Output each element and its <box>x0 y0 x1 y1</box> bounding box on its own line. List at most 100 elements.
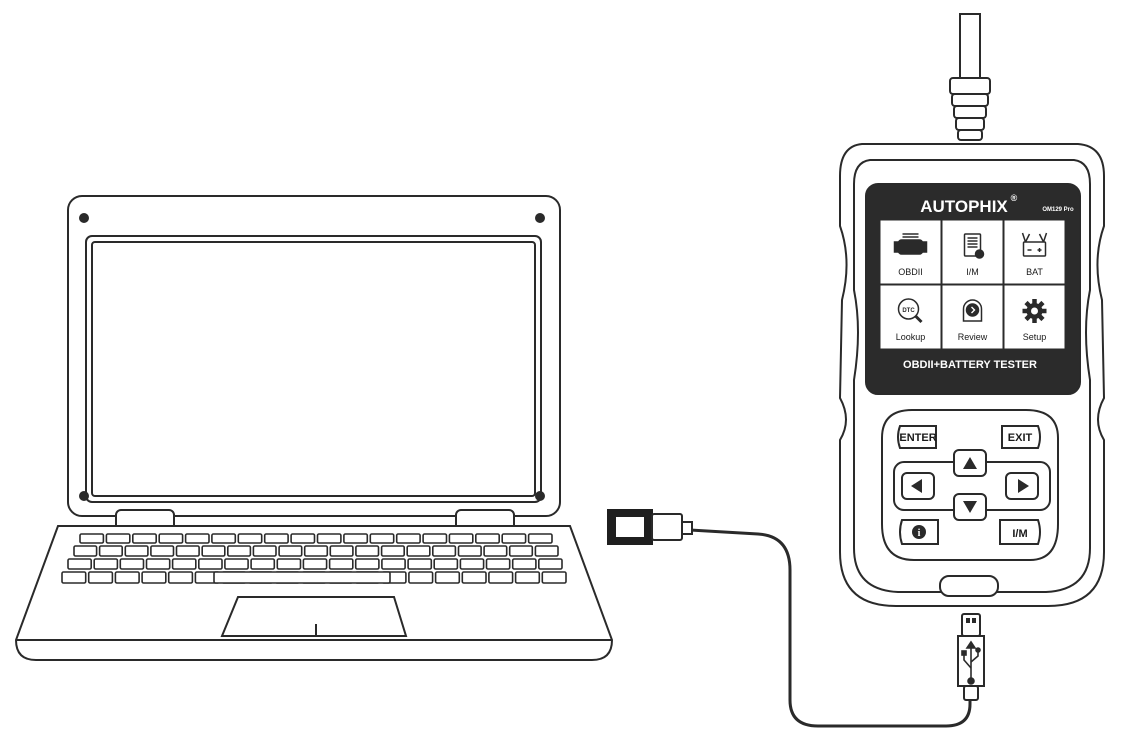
keyboard-key <box>380 545 406 557</box>
menu-tile-review[interactable]: Review <box>941 284 1004 350</box>
keyboard-key <box>237 533 263 544</box>
im-key[interactable]: I/M <box>999 519 1041 545</box>
lid-screw-icon <box>79 213 89 223</box>
strain-relief <box>949 77 991 141</box>
keyboard-key <box>171 558 197 570</box>
keyboard-key <box>278 545 303 557</box>
keyboard-key <box>369 533 395 544</box>
laptop-keyboard <box>61 533 567 584</box>
keyboard-key <box>79 533 105 544</box>
keyboard-key <box>434 571 461 584</box>
keyboard-key <box>431 545 457 557</box>
menu-tile-setup[interactable]: Setup <box>1003 284 1066 350</box>
keyboard-key <box>145 558 171 570</box>
keyboard-key <box>408 571 434 584</box>
laptop <box>14 195 614 661</box>
keyboard-key <box>198 558 223 570</box>
laptop-screen <box>91 241 536 497</box>
keyboard-key <box>184 533 210 544</box>
keyboard-key <box>514 571 541 584</box>
keyboard-key <box>355 545 380 557</box>
keyboard-key <box>224 558 249 570</box>
menu-label: I/M <box>966 267 979 277</box>
left-arrow-icon <box>911 479 922 493</box>
menu-tile-obdii[interactable]: OBDII <box>879 219 942 285</box>
lid-screw-icon <box>79 491 89 501</box>
keyboard-key <box>527 533 553 544</box>
laptop-bezel <box>85 235 542 503</box>
keyboard-key <box>98 545 123 557</box>
keyboard-key <box>328 558 354 570</box>
keyboard-key <box>537 558 563 570</box>
keyboard-key <box>501 533 527 544</box>
menu-label: Setup <box>1023 332 1047 342</box>
keyboard-key <box>433 558 459 570</box>
keyboard-key <box>211 533 237 544</box>
keyboard-key <box>114 571 140 584</box>
menu-label: Review <box>958 332 988 342</box>
left-arrow-key[interactable] <box>901 472 935 500</box>
im-key-label: I/M <box>1012 528 1027 540</box>
keyboard-key <box>395 533 421 544</box>
menu-label: BAT <box>1026 267 1043 277</box>
exit-key[interactable]: EXIT <box>1001 425 1041 449</box>
device-banner: OBDII+BATTERY TESTER <box>903 359 1037 371</box>
document-icon <box>963 233 985 259</box>
keyboard-key <box>61 571 87 584</box>
info-key[interactable]: i <box>899 519 939 545</box>
keyboard-key <box>316 533 342 544</box>
keyboard-key <box>422 533 448 544</box>
keyboard-key <box>67 558 93 570</box>
up-arrow-icon <box>963 457 977 469</box>
engine-icon <box>893 233 928 255</box>
exit-key-label: EXIT <box>1008 432 1033 444</box>
keyboard-key <box>290 533 316 544</box>
keyboard-key <box>511 558 537 570</box>
battery-icon <box>1021 232 1048 257</box>
keyboard-spacebar <box>213 571 391 584</box>
keyboard-key <box>227 545 252 557</box>
usb-b-plug-icon <box>957 613 985 701</box>
lid-screw-icon <box>535 491 545 501</box>
keyboard-key <box>141 571 167 584</box>
keyboard-key <box>132 533 158 544</box>
right-arrow-icon <box>1018 479 1029 493</box>
keyboard-key <box>354 558 380 570</box>
menu-tile-i-m[interactable]: I/M <box>941 219 1004 285</box>
keyboard-key <box>457 545 482 557</box>
keyboard-key <box>302 558 328 570</box>
keyboard-key <box>407 558 433 570</box>
menu-tile-bat[interactable]: BAT <box>1003 219 1066 285</box>
lid-screw-icon <box>535 213 545 223</box>
keyboard-key <box>93 558 119 570</box>
keyboard-key <box>150 545 175 557</box>
keyboard-key <box>343 533 369 544</box>
keyboard-key <box>105 533 131 544</box>
laptop-lid <box>67 195 561 517</box>
keyboard-key <box>250 558 276 570</box>
obd-cable <box>959 13 981 79</box>
keyboard-key <box>541 571 567 584</box>
keyboard-key <box>303 545 329 557</box>
usb-cable <box>607 509 985 728</box>
enter-key-label: ENTER <box>899 432 936 444</box>
down-arrow-key[interactable] <box>953 493 987 521</box>
gear-icon <box>1022 299 1047 323</box>
keyboard-key <box>508 545 534 557</box>
right-arrow-key[interactable] <box>1005 472 1039 500</box>
keyboard-key <box>534 545 559 557</box>
model-label: OM129 Pro <box>1042 207 1074 213</box>
keyboard-key <box>158 533 184 544</box>
enter-key[interactable]: ENTER <box>897 425 937 449</box>
keyboard-key <box>406 545 431 557</box>
up-arrow-key[interactable] <box>953 449 987 477</box>
keyboard-key <box>73 545 98 557</box>
keyboard-key <box>485 558 511 570</box>
info-key-label: i <box>918 528 921 539</box>
cable-wire <box>689 528 972 728</box>
keyboard-key <box>175 545 200 557</box>
keyboard-key <box>263 533 289 544</box>
